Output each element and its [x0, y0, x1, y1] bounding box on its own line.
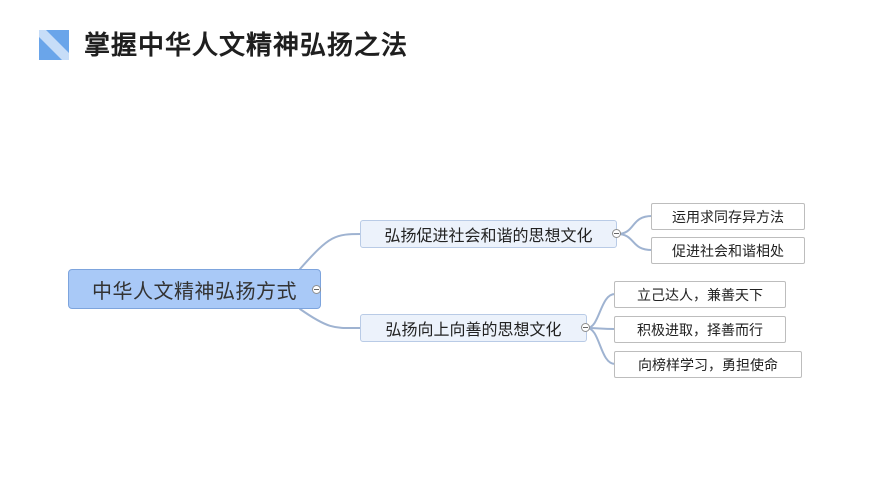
mindmap-leaf-harmonious-coexistence[interactable]: 促进社会和谐相处 — [651, 237, 805, 264]
mindmap-leaf-learn-from-role-models[interactable]: 向榜样学习，勇担使命 — [614, 351, 802, 378]
mindmap-branch-harmony[interactable]: 弘扬促进社会和谐的思想文化 — [360, 220, 617, 248]
mindmap-leaf-help-others[interactable]: 立己达人，兼善天下 — [614, 281, 786, 308]
mindmap-branch-upward-goodness[interactable]: 弘扬向上向善的思想文化 — [360, 314, 587, 342]
connector-branch1-leaf1 — [616, 215, 653, 235]
connector-root-branch2 — [299, 308, 363, 330]
collapse-toggle-branch-upward-goodness[interactable] — [581, 323, 590, 332]
page-title: 掌握中华人文精神弘扬之法 — [84, 31, 409, 61]
title-decoration-icon — [39, 30, 69, 60]
connector-branch2-leaf3 — [586, 293, 616, 329]
mindmap-leaf-seek-common-ground[interactable]: 运用求同存异方法 — [651, 203, 805, 230]
mindmap-leaf-strive-forward[interactable]: 积极进取，择善而行 — [614, 316, 786, 343]
collapse-toggle-branch-harmony[interactable] — [612, 229, 621, 238]
connector-branch2-leaf5 — [586, 327, 616, 365]
collapse-toggle-root[interactable] — [312, 285, 321, 294]
mindmap-root-node[interactable]: 中华人文精神弘扬方式 — [68, 269, 321, 309]
connector-root-branch1 — [299, 233, 363, 270]
connector-branch1-leaf2 — [616, 233, 653, 251]
